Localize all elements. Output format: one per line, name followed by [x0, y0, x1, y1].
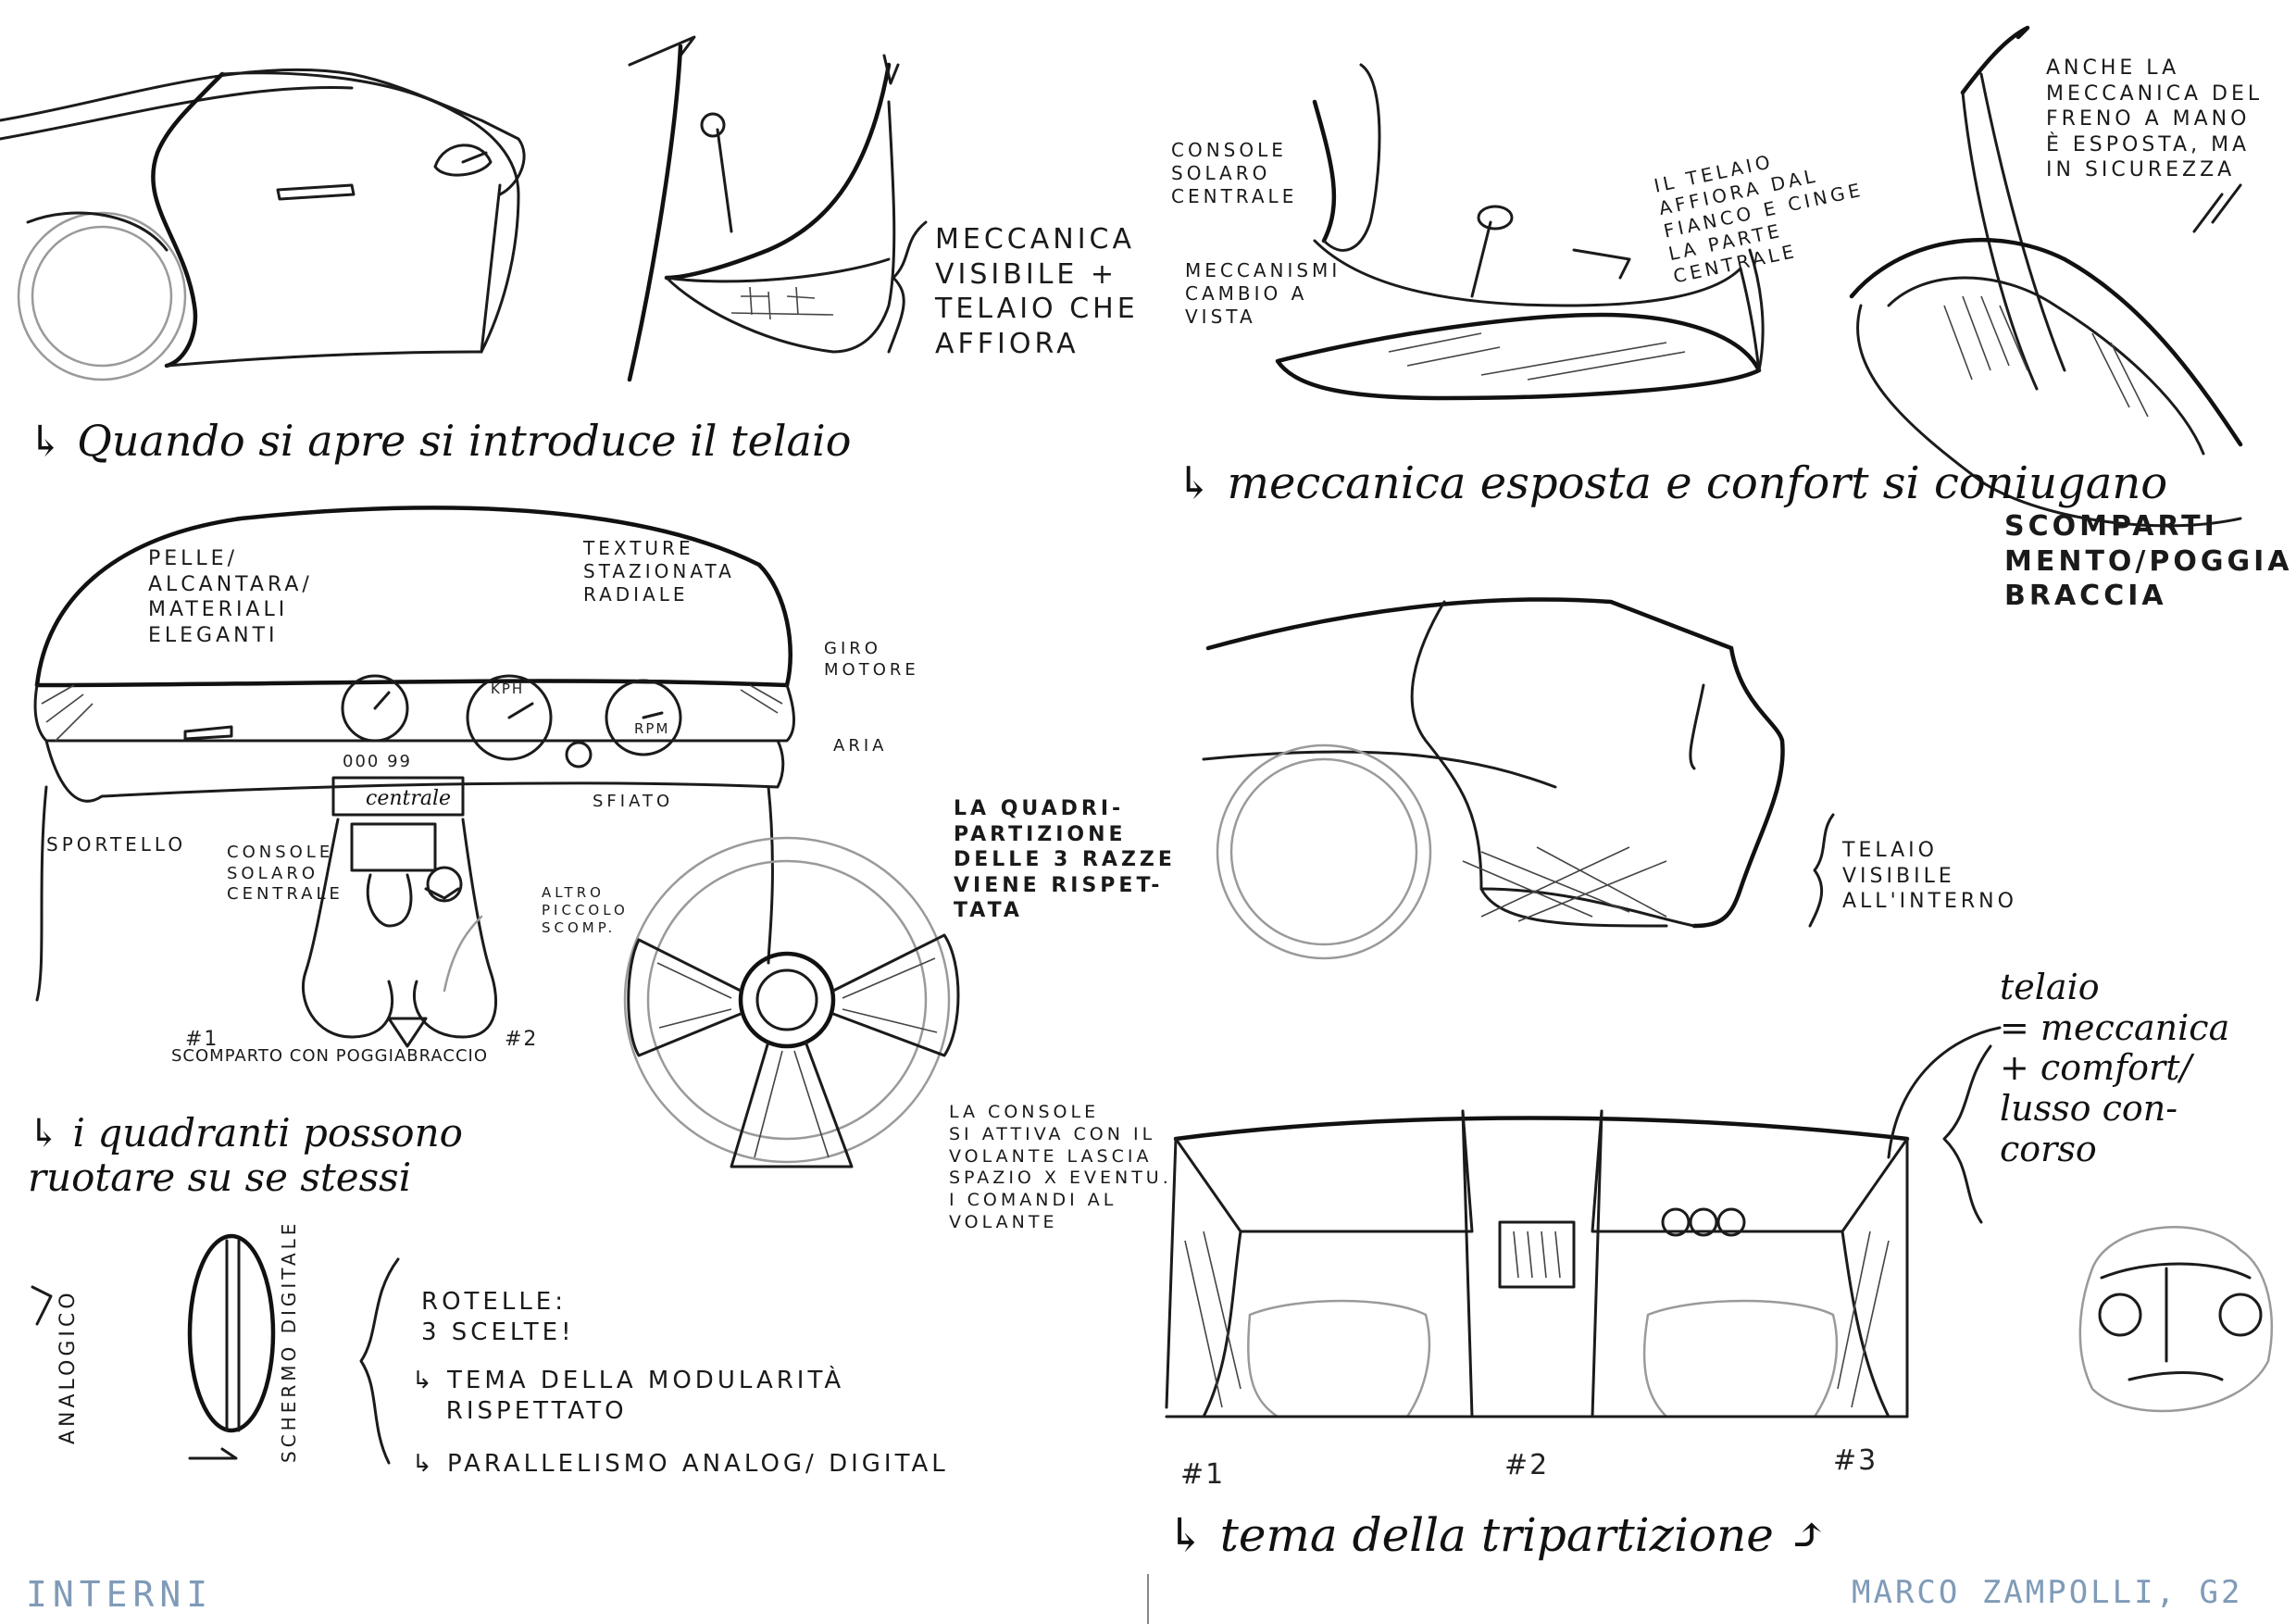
annotation-brackets	[359, 220, 2002, 1465]
mark-one: #1	[1180, 1458, 1226, 1491]
note-leather: PELLE/ ALCANTARA/ MATERIALI ELEGANTI	[148, 547, 313, 647]
odometer-label: 000 99	[343, 752, 412, 771]
front-car-sketch	[2078, 1226, 2273, 1413]
mark-one-dash: #1	[185, 1028, 219, 1051]
note-visible-frame: TELAIO VISIBILE ALL'INTERNO	[1842, 839, 2017, 913]
caption-door-opens: ↳ Quando si apre si introduce il telaio	[28, 416, 852, 466]
note-visible-mechanics: MECCANICA VISIBILE + TELAIO CHE AFFIORA	[935, 223, 1139, 360]
note-parallelism: ↳ PARALLELISMO ANALOG/ DIGITAL	[412, 1450, 949, 1478]
mark-three: #3	[1833, 1444, 1878, 1477]
interior-side-sketch	[1202, 597, 1785, 960]
mark-two: #2	[1504, 1449, 1550, 1481]
note-texture: TEXTURE STAZIONATA RADIALE	[583, 537, 735, 606]
note-digital: SCHERMO DIGITALE	[278, 1219, 300, 1463]
note-quadripartition: LA QUADRI- PARTIZIONE DELLE 3 RAZZE VIEN…	[954, 797, 1176, 922]
note-compartments: SCOMPARTI MENTO/POGGIA BRACCIA	[2004, 510, 2293, 612]
note-console-center: CONSOLE SOLARO CENTRALE	[227, 843, 343, 904]
caption-tripartition: ↳ tema della tripartizione ⤴	[1167, 1508, 1828, 1562]
note-frame-mechanics: telaio = meccanica + comfort/ lusso con-…	[2000, 967, 2230, 1169]
gauge-rpm-label: RPM	[634, 720, 670, 737]
handbrake-sketch	[1849, 25, 2243, 528]
note-gear-visible: MECCANISMI CAMBIO A VISTA	[1185, 259, 1341, 328]
caption-rotating-dials: ↳ i quadranti possono ruotare su se stes…	[28, 1110, 463, 1201]
note-vent: SFIATO	[593, 792, 674, 811]
mark-two-dash: #2	[505, 1028, 539, 1051]
steering-wheel-sketch	[623, 836, 960, 1168]
sill-mechanics-sketch	[627, 35, 900, 382]
note-analog: ANALOGICO	[56, 1289, 80, 1444]
console-word: centrale	[366, 787, 452, 810]
note-center-console: CONSOLE SOLARO CENTRALE	[1171, 139, 1298, 207]
car-side-door-sketch	[0, 68, 526, 381]
dashboard-sketch	[33, 506, 795, 1048]
sheet-title: INTERNI	[26, 1574, 214, 1615]
note-wheels: ROTELLE: 3 SCELTE!	[421, 1288, 575, 1346]
gauge-detail-sketch	[31, 1233, 276, 1460]
note-armrest: SCOMPARTO CON POGGIABRACCIO	[171, 1046, 488, 1066]
gauge-kph-label: KPH	[491, 681, 525, 697]
caption-mechanics-comfort: ↳ meccanica esposta e confort si coniuga…	[1176, 457, 2168, 509]
note-modularity: ↳ TEMA DELLA MODULARITÀ RISPETTATO	[412, 1367, 845, 1425]
console-gear-sketch	[1275, 63, 1765, 401]
note-small-compartment: ALTRO PICCOLO SCOMP.	[542, 884, 629, 936]
note-air: ARIA	[833, 736, 888, 756]
sheet-author: MARCO ZAMPOLLI, G2	[1852, 1574, 2243, 1611]
tripartite-interior-sketch	[1165, 1109, 1910, 1418]
note-console-wheel: LA CONSOLE SI ATTIVA CON IL VOLANTE LASC…	[949, 1102, 1172, 1232]
note-handbrake: ANCHE LA MECCANICA DEL FRENO A MANO È ES…	[2046, 56, 2264, 181]
note-door-flap: SPORTELLO	[46, 833, 187, 856]
note-engine-rev: GIRO MOTORE	[824, 639, 919, 680]
